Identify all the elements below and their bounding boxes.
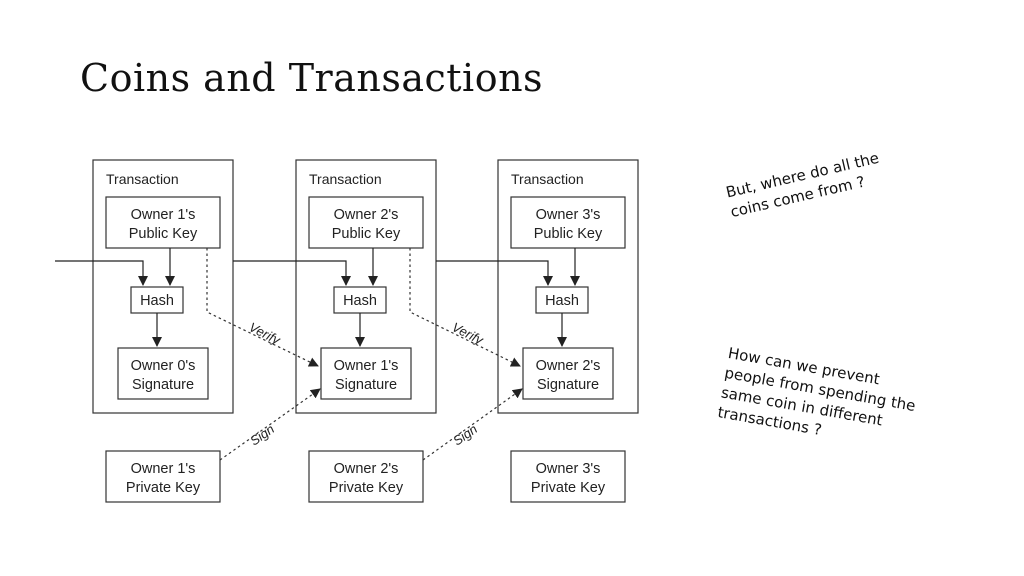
verify-label-2: Verify	[450, 319, 487, 348]
verify-connector-1	[206, 248, 319, 367]
transaction-1-signature-line-1: Owner 0's	[131, 358, 196, 374]
transaction-1-label: Transaction	[106, 171, 179, 187]
transaction-2-signature-line-1: Owner 1's	[334, 358, 399, 374]
transaction-1-public-key-box	[105, 196, 221, 249]
transaction-2-private-key-box	[308, 450, 424, 503]
sign-connector-2	[422, 388, 523, 461]
transaction-3-private-key-line-1: Owner 3's	[536, 461, 601, 477]
sign-label-2: Sign	[450, 421, 480, 448]
transaction-3-label: Transaction	[511, 171, 584, 187]
transaction-1-private-key-line-1: Owner 1's	[131, 461, 196, 477]
transaction-2-frame	[295, 159, 437, 414]
transaction-2-label: Transaction	[309, 171, 382, 187]
transaction-2-signature-line-2: Signature	[335, 377, 397, 393]
transaction-1-private-key-line-2: Private Key	[126, 480, 201, 496]
transaction-2-public-key-line-2: Public Key	[332, 226, 401, 242]
verify-connector-2	[409, 248, 521, 367]
transaction-2-hash-label: Hash	[343, 293, 377, 309]
transaction-1: Transaction Owner 1's Public Key Hash Ow…	[55, 159, 234, 503]
transaction-2-private-key-line-1: Owner 2's	[334, 461, 399, 477]
transaction-2-public-key-box	[308, 196, 424, 249]
transaction-3-hash-label: Hash	[545, 293, 579, 309]
transaction-3-private-key-box	[510, 450, 626, 503]
verify-label-1: Verify	[247, 319, 284, 348]
sign-label-1: Sign	[247, 421, 277, 448]
transaction-3-signature-box	[522, 347, 614, 400]
transaction-3-frame	[497, 159, 639, 414]
transaction-3-signature-line-1: Owner 2's	[536, 358, 601, 374]
transaction-1-public-key-line-2: Public Key	[129, 226, 198, 242]
transaction-1-incoming-arrow	[55, 260, 148, 286]
transaction-2-signature-box	[320, 347, 412, 400]
transaction-2-incoming-arrow	[233, 260, 351, 286]
transaction-3-signature-line-2: Signature	[537, 377, 599, 393]
transaction-3: Transaction Owner 3's Public Key Hash Ow…	[436, 159, 639, 503]
transaction-3-private-key-line-2: Private Key	[531, 480, 606, 496]
transaction-1-signature-box	[117, 347, 209, 400]
slide-title: Coins and Transactions	[80, 56, 544, 100]
transaction-1-hash-label: Hash	[140, 293, 174, 309]
transaction-1-public-key-line-1: Owner 1's	[131, 207, 196, 223]
transaction-3-public-key-line-2: Public Key	[534, 226, 603, 242]
transaction-2-public-key-line-1: Owner 2's	[334, 207, 399, 223]
transaction-2: Transaction Owner 2's Public Key Hash Ow…	[233, 159, 437, 503]
transaction-1-frame	[92, 159, 234, 414]
transaction-2-private-key-line-2: Private Key	[329, 480, 404, 496]
transaction-1-private-key-box	[105, 450, 221, 503]
transaction-3-public-key-line-1: Owner 3's	[536, 207, 601, 223]
sign-connector-1	[219, 388, 321, 461]
transaction-3-incoming-arrow	[436, 260, 553, 286]
transaction-1-signature-line-2: Signature	[132, 377, 194, 393]
transaction-3-public-key-box	[510, 196, 626, 249]
